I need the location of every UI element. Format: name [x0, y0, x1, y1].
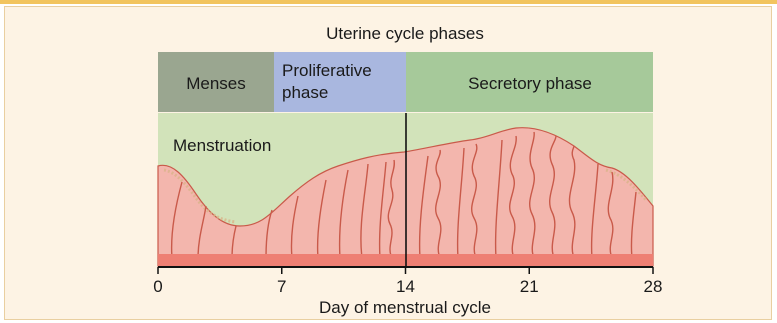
x-axis-ticks: 0 7 14 21 28 — [153, 267, 662, 296]
phase-label-proliferative-line2: phase — [282, 83, 328, 102]
x-axis-tick-label: 28 — [644, 277, 663, 296]
x-axis-label: Day of menstrual cycle — [319, 298, 491, 317]
event-label-menstruation: Menstruation — [173, 136, 271, 155]
diagram-title: Uterine cycle phases — [326, 24, 484, 43]
phase-label-secretory: Secretory phase — [468, 74, 592, 93]
x-axis-tick-label: 0 — [153, 277, 162, 296]
x-axis-tick-label: 14 — [396, 277, 415, 296]
x-axis-tick-label: 7 — [277, 277, 286, 296]
phase-label-menses: Menses — [186, 74, 246, 93]
x-axis-tick-label: 21 — [520, 277, 539, 296]
phase-label-proliferative-line1: Proliferative — [282, 61, 372, 80]
